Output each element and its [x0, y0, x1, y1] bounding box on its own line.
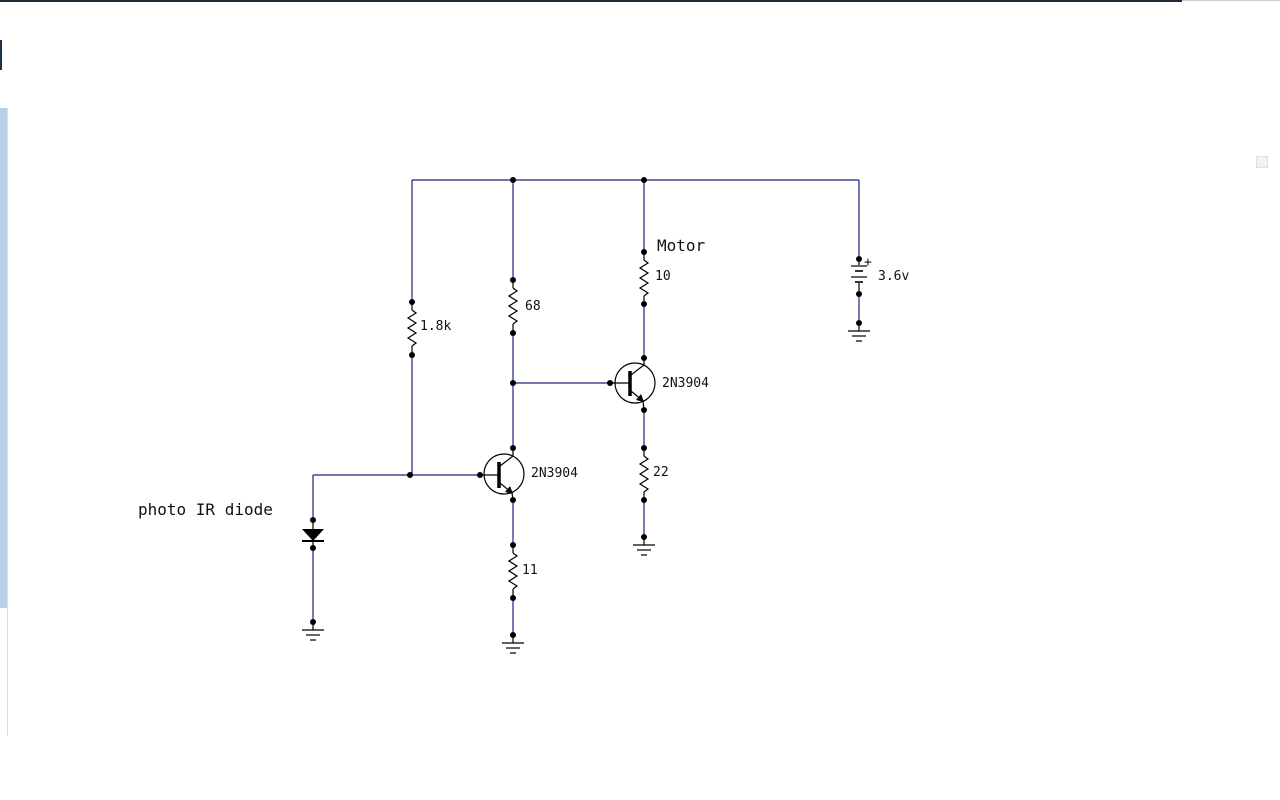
resistor-10 — [638, 252, 650, 304]
wires — [312, 179, 860, 635]
window-top-border-right — [1182, 0, 1280, 1]
label-battery: 3.6v — [878, 269, 909, 284]
left-side-strip — [0, 108, 8, 608]
label-r-collector: 68 — [525, 299, 541, 314]
label-r-emitter2: 22 — [653, 465, 669, 480]
label-r-emitter1: 11 — [522, 563, 538, 578]
label-r-motor: 10 — [655, 269, 671, 284]
resistor-11 — [507, 545, 519, 598]
window-top-border — [0, 0, 1182, 2]
photo-ir-diode — [302, 520, 324, 548]
label-photo-ir-diode: photo IR diode — [138, 500, 273, 519]
transistor-q1 — [480, 448, 525, 501]
label-battery-plus: + — [864, 255, 872, 270]
label-q2: 2N3904 — [662, 376, 709, 391]
label-r-bias: 1.8k — [420, 319, 451, 334]
left-edge-mark — [0, 40, 2, 70]
junction-dots — [310, 177, 862, 638]
resistor-1.8k — [406, 302, 418, 355]
label-q1: 2N3904 — [531, 466, 578, 481]
corner-scroll-mark — [1256, 156, 1268, 168]
left-hairline — [7, 108, 8, 736]
resistor-22 — [638, 448, 650, 500]
transistor-q2 — [610, 358, 656, 411]
label-motor: Motor — [657, 236, 706, 255]
resistor-68 — [507, 280, 519, 333]
